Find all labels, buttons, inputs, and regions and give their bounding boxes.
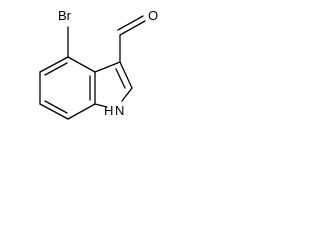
bond-c6-c7 [39,103,69,120]
bond-c3-c2 [119,61,133,89]
oxygen-label: O [148,8,158,23]
bond-c7-c7a [67,103,96,120]
nitrogen-label: N [115,103,124,118]
bromine-label: Br [58,8,72,23]
bond-c4-c5 [39,56,69,73]
bond-cho-co-2 [117,15,144,31]
bond-c2-n1 [121,87,133,102]
benzene-ring [39,56,96,120]
double-bond-c6-c7-inner [44,100,68,114]
pyrrole-ring [94,61,133,108]
bond-c3a-c3 [94,61,121,73]
double-bond-c4-c5-inner [44,62,68,76]
hydrogen-label: H [104,103,113,118]
double-bond-c3-c2-inner [115,68,126,89]
bond-n1-c7a [94,103,108,108]
indole-structure-diagram: Br O H N [39,8,158,120]
bond-cho-co-1 [119,20,146,36]
bond-c3a-c4 [67,56,96,73]
